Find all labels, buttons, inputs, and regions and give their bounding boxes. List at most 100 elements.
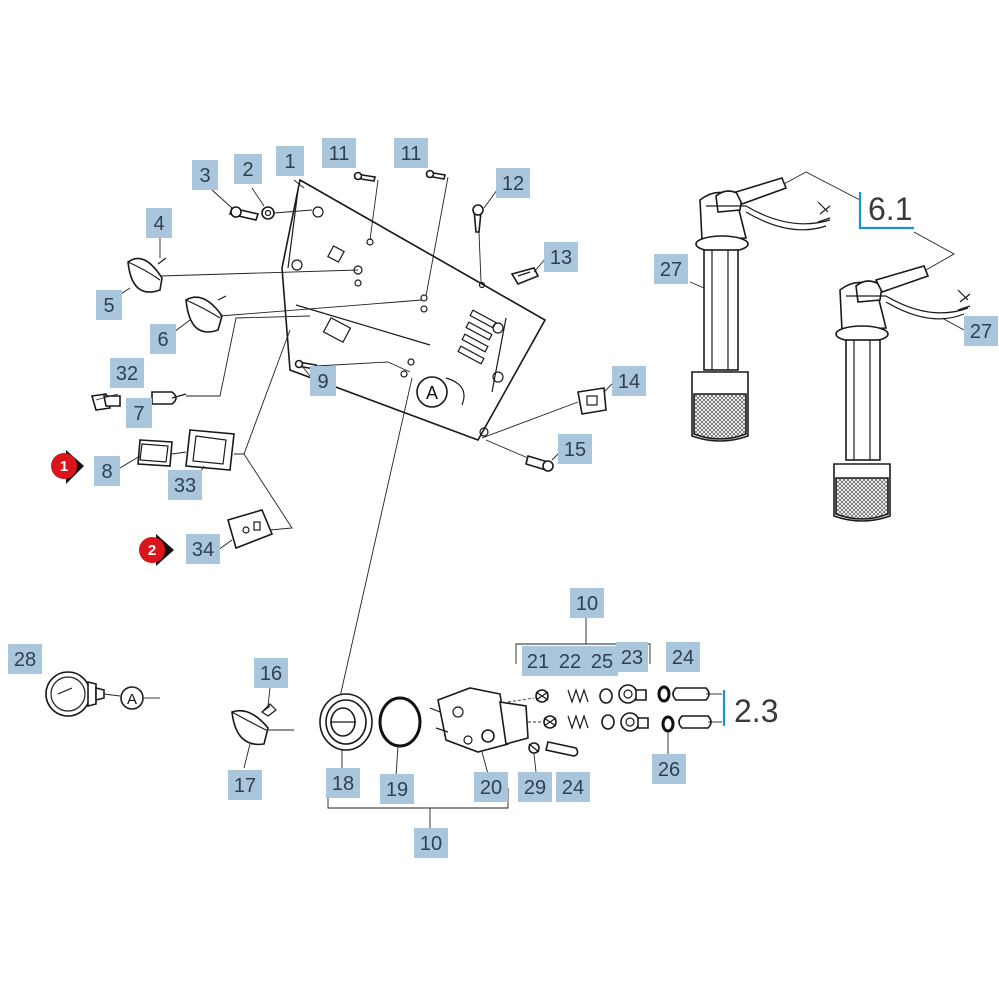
ref-bracket-6-1 xyxy=(858,192,914,230)
part-label-20: 20 xyxy=(474,772,508,802)
part-label-7: 7 xyxy=(126,398,152,428)
variant-marker-1: 1 xyxy=(51,450,84,484)
part-label-25: 25 xyxy=(586,646,618,676)
fitting-23b xyxy=(620,712,649,732)
knob-cap-5 xyxy=(127,257,163,293)
svg-text:23: 23 xyxy=(621,647,643,669)
svg-text:5: 5 xyxy=(103,295,114,317)
rocker-switch-34 xyxy=(227,509,274,550)
lamp-holder-32 xyxy=(90,393,121,411)
part-label-26: 26 xyxy=(652,754,686,784)
level-sensor-27a xyxy=(691,177,831,442)
svg-text:21: 21 xyxy=(527,651,549,673)
svg-text:7: 7 xyxy=(133,403,144,425)
o-ring-25a xyxy=(599,688,613,704)
pump-body-20 xyxy=(429,687,529,753)
hose-24c xyxy=(545,741,579,757)
part-label-18: 18 xyxy=(326,768,360,798)
svg-text:12: 12 xyxy=(502,173,524,195)
svg-text:28: 28 xyxy=(14,649,36,671)
valve-21b xyxy=(543,715,557,729)
part-label-10-top: 10 xyxy=(570,588,604,618)
part-label-27-right: 27 xyxy=(964,316,998,346)
svg-text:29: 29 xyxy=(524,777,546,799)
level-sensor-27b xyxy=(833,265,971,522)
svg-text:1: 1 xyxy=(284,151,295,173)
gauge-badge-a: A xyxy=(120,686,144,710)
o-ring-19 xyxy=(378,696,422,748)
svg-text:24: 24 xyxy=(672,647,694,669)
screw-15 xyxy=(525,454,554,472)
part-label-29: 29 xyxy=(518,772,552,802)
svg-text:25: 25 xyxy=(591,651,613,673)
cap-17 xyxy=(231,709,269,746)
bulb-7 xyxy=(151,391,187,405)
hose-24a xyxy=(672,687,710,701)
part-label-23: 23 xyxy=(616,642,648,672)
switch-frame-33 xyxy=(185,429,235,471)
screw-11a xyxy=(353,171,376,182)
svg-text:15: 15 xyxy=(564,439,586,461)
part-label-24-top: 24 xyxy=(666,642,700,672)
svg-text:17: 17 xyxy=(234,775,256,797)
clamp-26b xyxy=(661,715,675,733)
part-label-4: 4 xyxy=(146,208,172,238)
part-label-33: 33 xyxy=(168,470,202,500)
part-label-9: 9 xyxy=(310,366,336,396)
screw-11b xyxy=(425,169,446,180)
svg-text:1: 1 xyxy=(60,458,68,475)
switch-14 xyxy=(577,387,607,415)
svg-text:19: 19 xyxy=(386,779,408,801)
switch-cover-8 xyxy=(137,439,173,467)
part-label-32: 32 xyxy=(110,358,144,388)
part-label-10-bottom: 10 xyxy=(414,828,448,858)
svg-text:11: 11 xyxy=(329,143,350,165)
valve-29 xyxy=(528,742,540,754)
svg-text:18: 18 xyxy=(332,773,354,795)
svg-text:10: 10 xyxy=(420,833,442,855)
svg-text:16: 16 xyxy=(260,663,282,685)
svg-text:14: 14 xyxy=(618,371,640,393)
svg-text:10: 10 xyxy=(576,593,598,615)
svg-text:9: 9 xyxy=(317,371,328,393)
part-label-8: 8 xyxy=(94,456,120,486)
svg-text:2: 2 xyxy=(242,159,253,181)
part-label-17: 17 xyxy=(228,770,262,800)
svg-text:22: 22 xyxy=(559,651,581,673)
svg-text:34: 34 xyxy=(192,539,214,561)
part-label-24-bottom: 24 xyxy=(556,772,590,802)
svg-text:33: 33 xyxy=(174,475,196,497)
svg-text:27: 27 xyxy=(970,321,992,343)
part-label-22: 22 xyxy=(554,646,586,676)
ref-label-2-3: 2.3 xyxy=(734,693,778,729)
part-label-15: 15 xyxy=(558,434,592,464)
part-label-34: 34 xyxy=(186,534,220,564)
part-label-11-right: 11 xyxy=(394,138,428,168)
part-label-6: 6 xyxy=(150,324,176,354)
part-label-13: 13 xyxy=(544,242,578,272)
part-label-1: 1 xyxy=(276,146,304,176)
gauge-housing-18 xyxy=(319,693,373,751)
svg-text:32: 32 xyxy=(116,363,138,385)
fitting-23a xyxy=(618,684,647,704)
spring-22b xyxy=(567,714,589,730)
svg-text:3: 3 xyxy=(199,165,210,187)
part-label-5: 5 xyxy=(96,290,122,320)
part-label-11-left: 11 xyxy=(322,138,356,168)
svg-text:24: 24 xyxy=(562,777,584,799)
clamp-26a xyxy=(657,685,671,703)
svg-text:6: 6 xyxy=(157,329,168,351)
svg-text:11: 11 xyxy=(401,143,422,165)
gauge-badge-symbol: A xyxy=(127,691,137,708)
part-label-27-left: 27 xyxy=(654,254,688,284)
svg-text:4: 4 xyxy=(153,213,164,235)
ref-label-6-1: 6.1 xyxy=(868,191,912,227)
spring-22a xyxy=(567,688,589,704)
valve-21a xyxy=(535,689,549,703)
part-label-16: 16 xyxy=(254,658,288,688)
screw-12 xyxy=(472,204,484,233)
knob-cap-6 xyxy=(185,296,223,333)
part-label-19: 19 xyxy=(380,774,414,804)
screw-3 xyxy=(228,206,260,221)
